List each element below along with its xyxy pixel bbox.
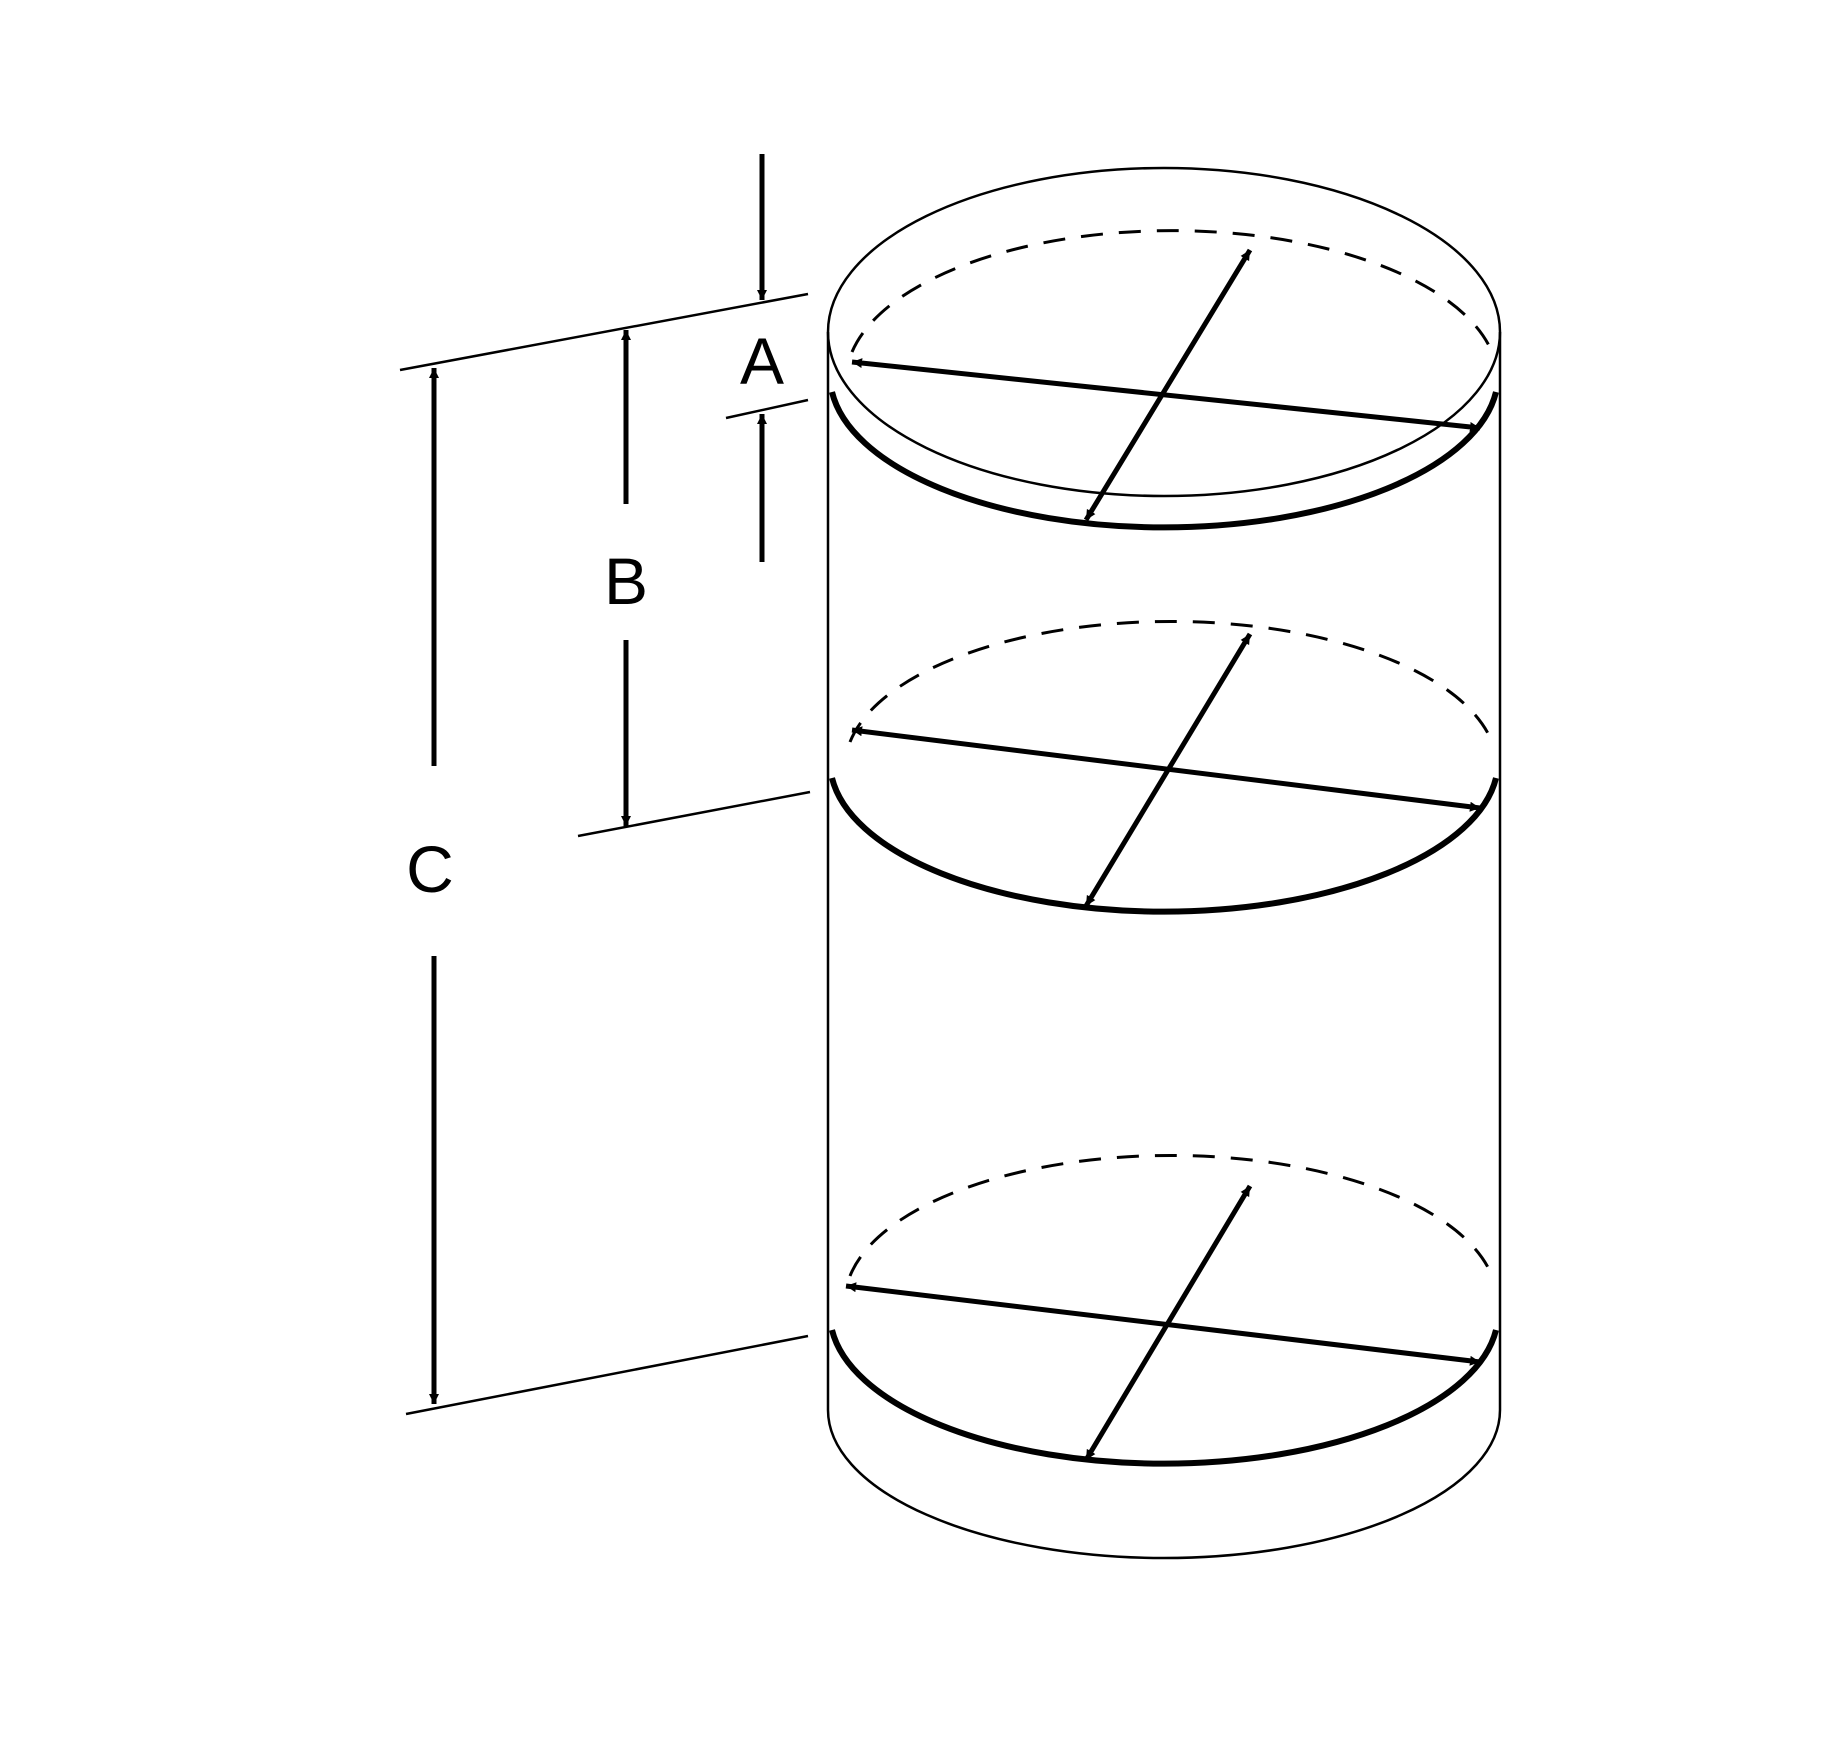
measurement-plane-bottom [829, 1154, 1499, 1467]
cylinder-body [826, 166, 1502, 1560]
dimension-b-label: B [604, 544, 648, 618]
plane-top-front-solid [829, 391, 1499, 531]
bottom-thrust-diameter-arrow [845, 1282, 1481, 1366]
cylinder-bottom-rim [826, 1409, 1502, 1560]
plane-top-back-dashed [850, 229, 1494, 353]
extension-line-b-bottom [577, 790, 811, 838]
top-thrust-diameter-arrow [851, 358, 1481, 432]
plane-bottom-front-solid [829, 1329, 1499, 1467]
plane-middle-back-dashed [848, 620, 1494, 743]
dimension-c-label: C [406, 832, 454, 906]
plane-bottom-back-dashed [848, 1154, 1494, 1277]
measurement-plane-top [829, 229, 1499, 531]
extension-lines [399, 292, 811, 1416]
top-axial-diameter-arrow [1083, 248, 1253, 522]
plane-middle-front-solid [829, 777, 1499, 915]
diameter-arrows [845, 248, 1481, 1462]
measurement-plane-middle [829, 620, 1499, 915]
dimension-a-label: A [740, 324, 784, 398]
cylinder-top-rim [826, 166, 1502, 498]
extension-line-c-bottom [405, 1334, 809, 1416]
extension-line-a-bottom [725, 398, 809, 420]
middle-axial-diameter-arrow [1083, 632, 1253, 908]
extension-line-deck [399, 292, 809, 372]
bottom-axial-diameter-arrow [1083, 1184, 1253, 1462]
